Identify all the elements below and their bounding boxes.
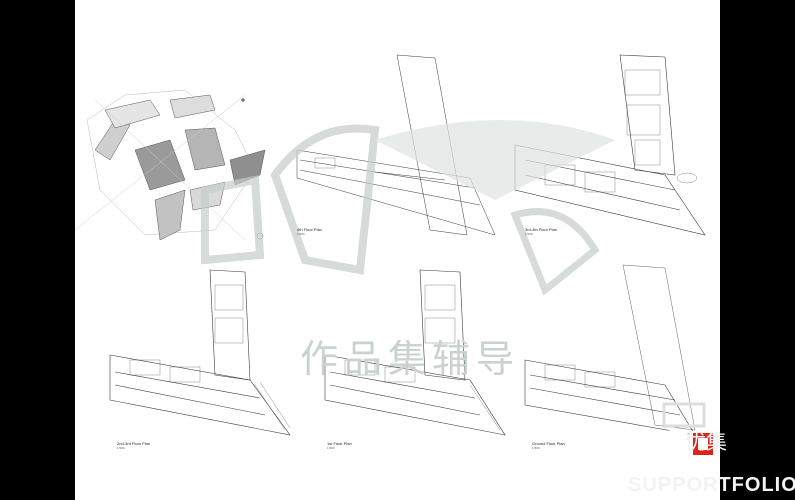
watermark-text: 作品集辅导 xyxy=(300,337,521,381)
plan-2nd-floor xyxy=(109,269,291,436)
plan-label-1st: 1st Floor Plan 1:500 xyxy=(327,441,352,451)
drawing-sheet: 4th Floor Plan 1:500 3rd-4th Floor Plan … xyxy=(75,0,720,500)
axonometric-view xyxy=(75,89,266,241)
plan-4th-floor xyxy=(296,54,496,236)
brand-logo-icon xyxy=(662,402,715,458)
plan-label-4th-scale: 1:500 xyxy=(297,232,305,236)
brand-text-cn: 优集 xyxy=(685,430,727,454)
plan-label-2nd-text: 2nd-3rd Floor Plan xyxy=(117,441,151,446)
plan-label-1st-scale: 1:500 xyxy=(327,446,335,450)
plan-label-ground-text: Ground Floor Plan xyxy=(532,441,565,446)
plan-ground-floor xyxy=(524,264,696,436)
watermark-logo xyxy=(201,120,615,296)
plan-label-3rd-text: 3rd-4th Floor Plan xyxy=(525,227,558,232)
plan-label-3rd: 3rd-4th Floor Plan 1:500 xyxy=(525,227,557,237)
plan-label-1st-text: 1st Floor Plan xyxy=(327,441,352,446)
plan-1st-floor xyxy=(324,269,506,436)
brand-text-en: SUPPORTFOLIOS xyxy=(628,474,795,496)
plan-label-ground: Ground Floor Plan 1:500 xyxy=(532,441,565,451)
architectural-drawing xyxy=(75,54,706,436)
plan-label-4th-text: 4th Floor Plan xyxy=(297,227,322,232)
plan-label-2nd: 2nd-3rd Floor Plan 1:500 xyxy=(117,441,150,451)
plan-label-4th: 4th Floor Plan 1:500 xyxy=(297,227,322,237)
plan-label-3rd-scale: 1:500 xyxy=(525,232,533,236)
plan-label-2nd-scale: 1:500 xyxy=(117,446,125,450)
plan-label-ground-scale: 1:500 xyxy=(532,446,540,450)
